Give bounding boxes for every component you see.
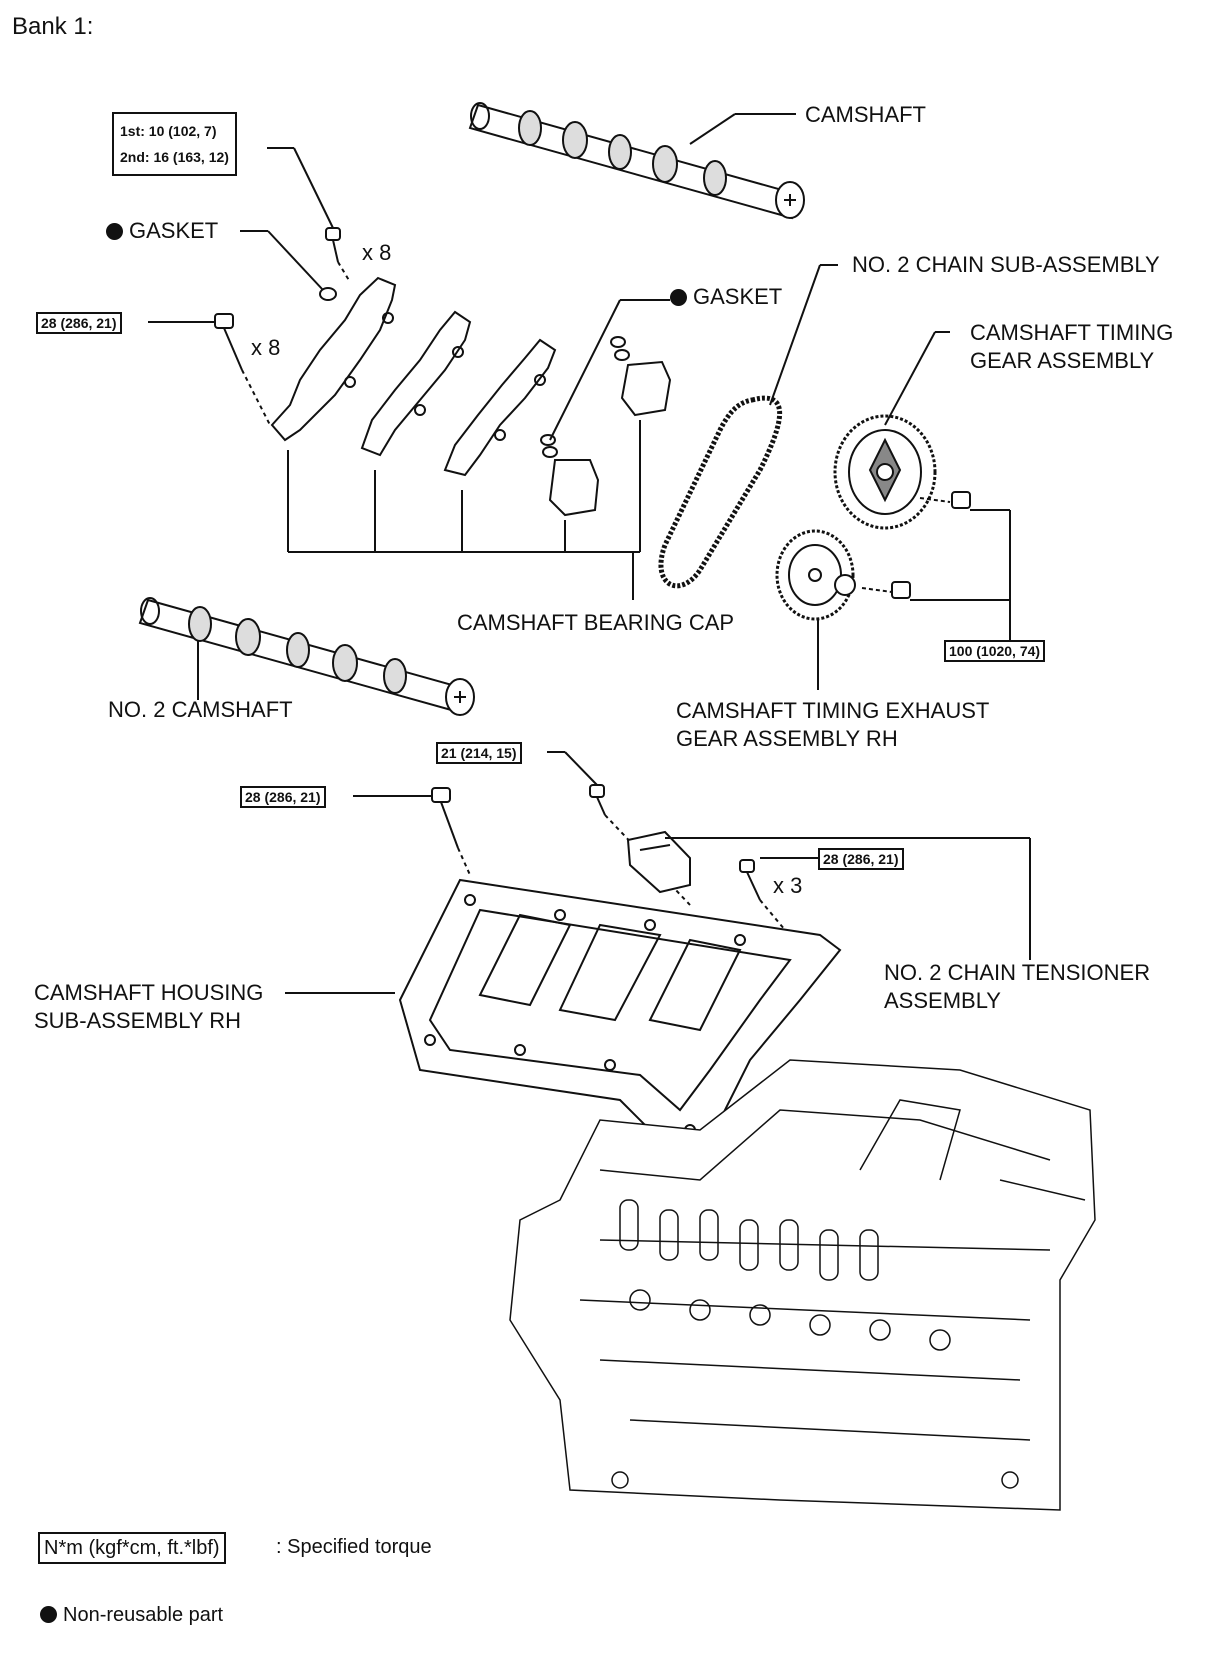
exhaust-gear-label-line1: CAMSHAFT TIMING EXHAUST <box>676 698 990 723</box>
housing-label-line2: SUB-ASSEMBLY RH <box>34 1008 242 1033</box>
chain-tensioner-part <box>626 830 691 894</box>
quantity-label: x 3 <box>773 873 803 898</box>
camshaft-housing-part <box>398 878 842 1152</box>
gasket-label-left: GASKET <box>106 218 218 244</box>
tensioner-label-line1: NO. 2 CHAIN TENSIONER <box>884 960 1151 985</box>
chain-label: NO. 2 CHAIN SUB-ASSEMBLY <box>852 252 1160 277</box>
housing-bolt-mid <box>431 787 459 849</box>
no2-camshaft-part <box>138 597 475 716</box>
housing-bolt-left <box>214 313 243 371</box>
camshaft-part <box>468 102 805 220</box>
gasket-label-right: GASKET <box>670 284 782 310</box>
tensioner-label-line2: ASSEMBLY <box>884 988 1001 1013</box>
torque-first-pass: 1st: 10 (102, 7) <box>120 123 217 139</box>
camshaft-timing-gear-part <box>833 414 937 530</box>
nonreusable-dot-icon <box>106 223 123 240</box>
page-title: Bank 1: <box>12 13 94 40</box>
housing-bolt-torque-right: 28 (286, 21) <box>818 848 904 870</box>
gear-bolt-lower <box>861 581 911 599</box>
housing-label-line1: CAMSHAFT HOUSING <box>34 980 264 1005</box>
gear-bolt-torque: 100 (1020, 74) <box>944 640 1046 662</box>
tensioner-bolt-torque: 21 (214, 15) <box>436 742 522 764</box>
no2-camshaft-label: NO. 2 CAMSHAFT <box>108 697 293 722</box>
nonreusable-dot-icon <box>670 289 687 306</box>
gear-bolt-upper <box>919 491 971 509</box>
torque-legend-text: : Specified torque <box>276 1536 432 1558</box>
housing-bolt-torque-mid: 28 (286, 21) <box>240 786 326 808</box>
quantity-label: x 8 <box>362 240 392 265</box>
camshaft-label: CAMSHAFT <box>805 102 926 127</box>
quantity-label: x 8 <box>251 335 281 360</box>
timing-gear-label-line2: GEAR ASSEMBLY <box>970 348 1155 373</box>
engine-block-part <box>509 1059 1096 1511</box>
nonreusable-legend: Non-reusable part <box>40 1602 223 1628</box>
housing-bolt-torque-top: 28 (286, 21) <box>36 312 122 334</box>
torque-second-pass: 2nd: 16 (163, 12) <box>120 149 229 165</box>
torque-unit-legend: N*m (kgf*cm, ft.*lbf) <box>38 1532 226 1564</box>
nonreusable-dot-icon <box>40 1606 57 1623</box>
exhaust-gear-part <box>775 529 856 621</box>
bearing-cap-label: CAMSHAFT BEARING CAP <box>457 610 735 635</box>
timing-gear-label-line1: CAMSHAFT TIMING <box>970 320 1174 345</box>
cap-bolt <box>325 227 341 263</box>
exhaust-gear-label-line2: GEAR ASSEMBLY RH <box>676 726 898 751</box>
cap-bolt-torque-box: 1st: 10 (102, 7) 2nd: 16 (163, 12) <box>112 112 237 176</box>
housing-bolt-right <box>739 859 761 901</box>
tensioner-bolt <box>589 784 606 816</box>
